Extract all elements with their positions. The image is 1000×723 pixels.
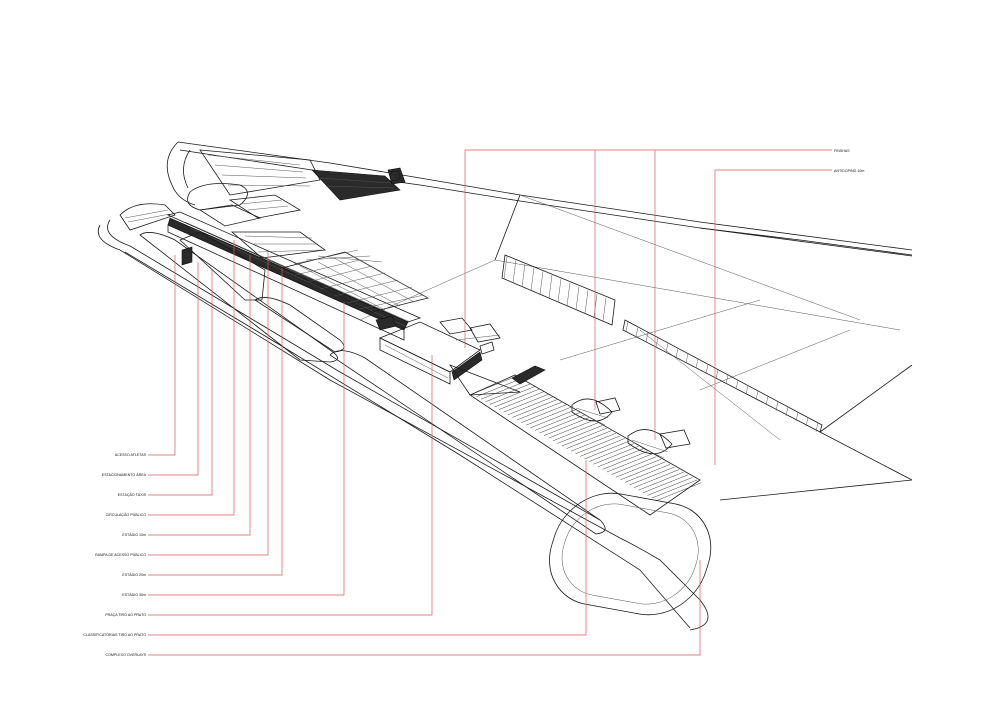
label-estadio-10m: ESTÁDIO 10m	[122, 533, 146, 537]
screen-fence-1	[501, 254, 616, 326]
parking-area	[311, 167, 406, 201]
overlay-complex-oval	[549, 492, 712, 616]
label-acesso-atletas: ACESSO ATLETAS	[115, 453, 147, 457]
site-outline	[97, 141, 913, 631]
leader-lines	[148, 149, 832, 656]
praca-building	[379, 317, 501, 385]
label-complexo-overlays: COMPLEXO OVERLAYS	[106, 653, 147, 657]
hatched-ramp	[448, 364, 702, 516]
grid-roof-stand	[280, 249, 430, 331]
label-classificatorias: CLASSIFICATÓRIAS TIRO AO PRATO	[83, 632, 146, 637]
label-estacionamento: ESTACIONAMENTO ÁREA	[102, 473, 147, 477]
shooting-station-1	[571, 397, 621, 426]
screen-fence-2	[622, 319, 823, 433]
labels-right: FINSHAS ANTIDOPING 10m	[834, 149, 864, 173]
labels-left: ACESSO ATLETAS ESTACIONAMENTO ÁREA ESTAÇ…	[83, 453, 146, 657]
label-antidoping: ANTIDOPING 10m	[834, 169, 864, 173]
access-driveway	[119, 149, 606, 535]
label-praca-tiro: PRAÇA TIRO AO PRATO	[105, 613, 146, 617]
label-estacao-taxis: ESTAÇÃO TÁXIS	[118, 492, 147, 497]
label-circulacao-publico: CIRCULAÇÃO PÚBLICO	[106, 512, 147, 517]
shooting-station-2	[627, 429, 691, 459]
label-finshas: FINSHAS	[834, 149, 850, 153]
label-estadio-20m: ESTÁDIO 20m	[122, 573, 146, 577]
main-linear-building	[166, 194, 422, 341]
label-rampa-acesso: RAMPA DE ACESSO PÚBLICO	[95, 552, 146, 557]
label-estadio-30m: ESTÁDIO 30m	[122, 593, 146, 597]
